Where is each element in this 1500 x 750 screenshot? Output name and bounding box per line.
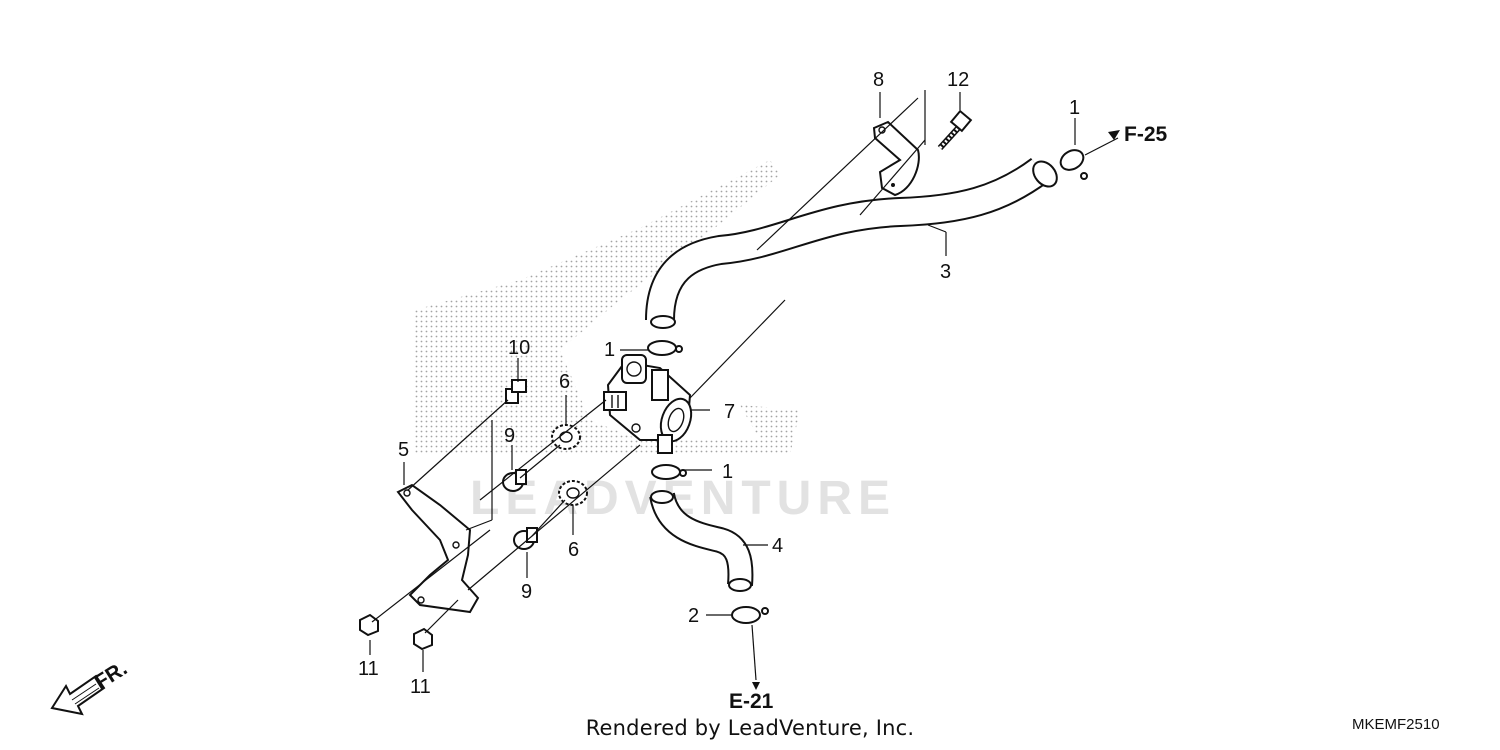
leader-lines — [369, 90, 1119, 681]
label-stay: 8 — [873, 69, 884, 91]
bolt-icon[interactable] — [937, 109, 973, 151]
mounting-bracket[interactable] — [396, 483, 480, 614]
collar-icon[interactable] — [513, 527, 538, 550]
label-bolt-12: 12 — [947, 69, 969, 91]
footer-credit: Rendered by LeadVenture, Inc. — [585, 716, 915, 740]
ref-top[interactable]: F-25 — [1124, 123, 1168, 146]
label-rubber: 6 — [568, 539, 579, 561]
label-collar: 9 — [521, 581, 532, 603]
label-collar: 9 — [504, 425, 515, 447]
front-arrow-icon — [50, 674, 106, 716]
label-rubber: 6 — [559, 371, 570, 393]
label-valve: 7 — [724, 401, 735, 423]
label-hose-4: 4 — [772, 535, 783, 557]
label-bracket: 5 — [398, 439, 409, 461]
label-nut: 11 — [358, 658, 379, 680]
clamp-icon[interactable] — [651, 464, 687, 480]
stay-bracket[interactable] — [872, 120, 920, 197]
label-nut: 11 — [410, 676, 431, 698]
rubber-mount-icon[interactable] — [551, 424, 581, 450]
label-clamp-2: 2 — [688, 605, 699, 627]
label-clamp: 1 — [1069, 97, 1080, 119]
air-valve[interactable] — [603, 354, 697, 454]
label-clamp: 1 — [604, 339, 615, 361]
nut-icon[interactable] — [413, 627, 433, 651]
clamp-icon[interactable] — [731, 606, 769, 624]
arrow-e21-icon — [752, 682, 760, 690]
clamp-icon[interactable] — [1057, 146, 1088, 180]
upper-hose[interactable] — [645, 157, 1062, 329]
diagram-code: MKEMF2510 — [1352, 716, 1440, 733]
label-clamp: 1 — [722, 461, 733, 483]
nut-icon[interactable] — [359, 613, 379, 637]
lower-hose[interactable] — [649, 490, 754, 592]
ref-bottom[interactable]: E-21 — [729, 690, 774, 713]
label-hose-3: 3 — [940, 261, 951, 283]
arrow-f25-icon — [1108, 130, 1120, 140]
bolt-icon[interactable] — [505, 379, 527, 404]
label-bolt-10: 10 — [508, 337, 530, 359]
clamp-icon[interactable] — [647, 340, 683, 356]
